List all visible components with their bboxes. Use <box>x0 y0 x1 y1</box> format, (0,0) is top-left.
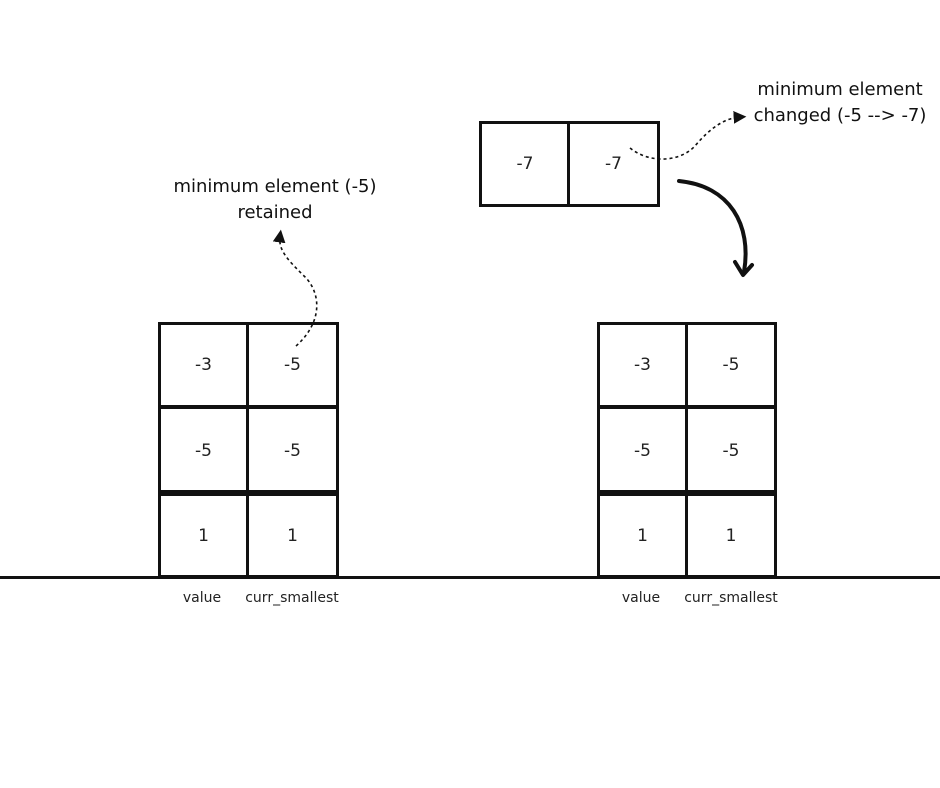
left-stack-row-3-value: 1 <box>158 490 249 578</box>
pushed-item-curr-smallest: -7 <box>567 121 660 207</box>
right-stack-row-2-value: -5 <box>597 406 688 495</box>
right-label-value: value <box>621 590 661 606</box>
push-curved-arrow <box>677 179 748 274</box>
push-arrow-head <box>733 260 754 277</box>
retained-dotted-arrow <box>272 229 318 347</box>
right-label-curr-smallest: curr_smallest <box>684 590 778 606</box>
right-annotation: minimum element changed (-5 --> -7) <box>742 77 938 129</box>
left-annotation: minimum element (-5) retained <box>160 174 390 226</box>
left-annotation-line-2: retained <box>237 202 313 223</box>
left-stack-row-2-curr-smallest: -5 <box>246 406 339 495</box>
right-stack-row-2-curr-smallest: -5 <box>685 406 777 495</box>
right-stack-row-3-curr-smallest: 1 <box>685 490 777 578</box>
left-annotation-line-1: minimum element (-5) <box>173 176 377 197</box>
right-stack-row-3-value: 1 <box>597 490 688 578</box>
left-stack-row-2-value: -5 <box>158 406 249 495</box>
right-annotation-line-2: changed (-5 --> -7) <box>753 105 927 126</box>
left-stack-row-3-curr-smallest: 1 <box>246 490 339 578</box>
right-annotation-line-1: minimum element <box>757 79 923 100</box>
ground-line <box>0 576 940 579</box>
left-label-curr-smallest: curr_smallest <box>245 590 339 606</box>
left-label-value: value <box>182 590 222 606</box>
changed-dotted-arrow <box>629 111 747 160</box>
left-stack-row-1-value: -3 <box>158 322 249 408</box>
